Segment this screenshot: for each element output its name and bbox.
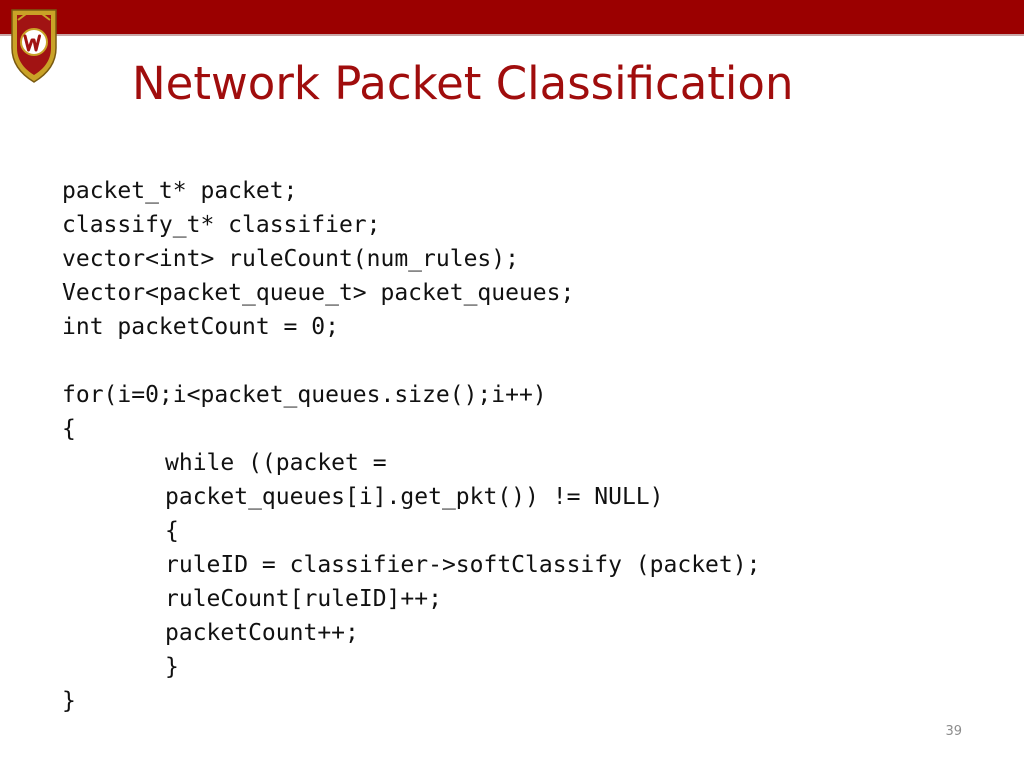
header-divider	[0, 34, 1024, 36]
code-block: packet_t* packet; classify_t* classifier…	[62, 174, 992, 718]
code-line: classify_t* classifier;	[62, 212, 381, 238]
uw-crest-icon	[11, 9, 57, 83]
slide-title: Network Packet Classification	[132, 57, 794, 110]
code-line: packet_t* packet;	[62, 178, 298, 204]
code-line: }	[165, 654, 179, 680]
code-line	[62, 344, 992, 378]
code-line: {	[62, 416, 76, 442]
code-line: vector<int> ruleCount(num_rules);	[62, 246, 519, 272]
code-line: Vector<packet_queue_t> packet_queues;	[62, 280, 575, 306]
code-line: packetCount++;	[165, 620, 359, 646]
code-line: int packetCount = 0;	[62, 314, 339, 340]
code-line: while ((packet =	[165, 450, 387, 476]
code-line: ruleCount[ruleID]++;	[165, 586, 442, 612]
code-line: for(i=0;i<packet_queues.size();i++)	[62, 382, 547, 408]
code-line: ruleID = classifier->softClassify (packe…	[165, 552, 761, 578]
code-line: {	[165, 518, 179, 544]
header-bar	[0, 0, 1024, 34]
code-line: packet_queues[i].get_pkt()) != NULL)	[165, 484, 664, 510]
code-line: }	[62, 688, 76, 714]
page-number: 39	[945, 724, 962, 739]
